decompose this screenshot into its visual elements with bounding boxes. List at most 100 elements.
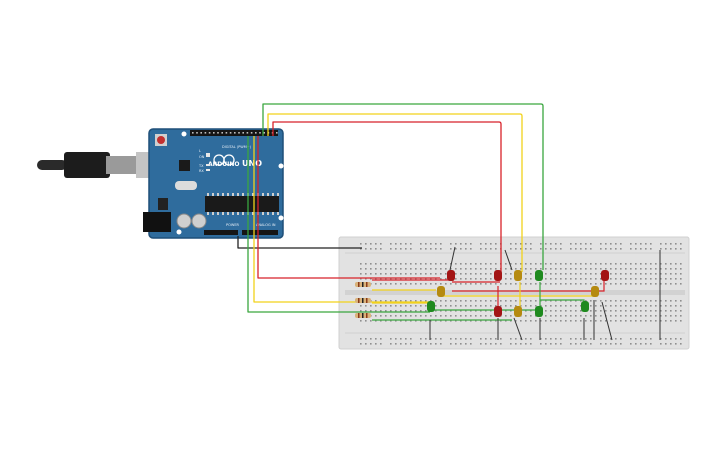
hole (470, 278, 472, 280)
hole (480, 305, 482, 307)
hole (620, 278, 622, 280)
hole (580, 273, 582, 275)
jumper-black[interactable] (449, 246, 456, 271)
wire-green-2[interactable] (262, 103, 544, 270)
hole (540, 338, 542, 340)
led-red[interactable] (494, 306, 502, 317)
wire-red-2[interactable] (272, 121, 502, 272)
hole (675, 278, 677, 280)
hole (655, 305, 657, 307)
power-label: POWER (226, 223, 240, 227)
hole (505, 273, 507, 275)
hole (415, 283, 417, 285)
wire-yellow-1[interactable] (253, 136, 430, 303)
wire-green-1[interactable] (247, 136, 430, 313)
hole (395, 263, 397, 265)
hole (650, 273, 652, 275)
hole (520, 263, 522, 265)
hole (400, 305, 402, 307)
power-header[interactable] (204, 230, 238, 235)
hole (625, 310, 627, 312)
wire-red-1[interactable] (257, 136, 440, 279)
hole (570, 305, 572, 307)
hole (490, 305, 492, 307)
hole (415, 310, 417, 312)
hole (460, 278, 462, 280)
hole (525, 343, 527, 345)
hole (405, 278, 407, 280)
wire-yellow-2[interactable] (267, 113, 523, 272)
hole (650, 268, 652, 270)
hole (410, 243, 412, 245)
hole (445, 273, 447, 275)
hole (610, 338, 612, 340)
hole (620, 343, 622, 345)
hole (600, 278, 602, 280)
led-yellow[interactable] (437, 286, 445, 297)
hole (515, 248, 517, 250)
led-red[interactable] (601, 270, 609, 281)
led-yellow[interactable] (514, 306, 522, 317)
led-green[interactable] (535, 306, 543, 317)
hole (670, 248, 672, 250)
hole (405, 263, 407, 265)
hole (605, 310, 607, 312)
resistor[interactable] (355, 298, 371, 303)
hole (420, 263, 422, 265)
hole (405, 315, 407, 317)
hole (590, 283, 592, 285)
hole (605, 283, 607, 285)
ground-jumpers[interactable] (429, 246, 661, 341)
leds[interactable] (427, 270, 609, 317)
wires[interactable] (237, 103, 544, 313)
hole (570, 273, 572, 275)
mounting-hole (278, 163, 284, 169)
hole (625, 283, 627, 285)
hole (272, 193, 274, 196)
hole (660, 343, 662, 345)
led-yellow[interactable] (514, 270, 522, 281)
hole (605, 268, 607, 270)
resistors[interactable] (355, 282, 371, 318)
breadboard-jumpers[interactable] (372, 278, 605, 321)
analog-header[interactable] (242, 230, 278, 235)
led-red[interactable] (494, 270, 502, 281)
wire-black-gnd[interactable] (237, 236, 362, 249)
hole (680, 278, 682, 280)
hole (560, 268, 562, 270)
arduino-uno-board[interactable]: ARDUINO UNO DIGITAL (PWM~) POWER ANALOG … (143, 128, 284, 239)
hole (405, 320, 407, 322)
hole (570, 343, 572, 345)
hole (580, 278, 582, 280)
hole (590, 343, 592, 345)
hole (665, 343, 667, 345)
jumper-red[interactable] (452, 278, 605, 292)
jumper-black[interactable] (504, 249, 513, 271)
hole (530, 263, 532, 265)
led-green[interactable] (427, 301, 435, 312)
hole (400, 268, 402, 270)
on-led (206, 155, 210, 157)
hole (460, 338, 462, 340)
led-red[interactable] (447, 270, 455, 281)
led-green[interactable] (535, 270, 543, 281)
hole (660, 320, 662, 322)
jumper-black[interactable] (601, 301, 613, 341)
resistor[interactable] (355, 313, 371, 318)
hole (485, 243, 487, 245)
hole (252, 212, 254, 215)
hole (390, 283, 392, 285)
hole (585, 248, 587, 250)
breadboard[interactable] (338, 236, 690, 350)
hole (615, 243, 617, 245)
jumper-black[interactable] (513, 317, 523, 341)
led-green[interactable] (581, 301, 589, 312)
led-yellow[interactable] (591, 286, 599, 297)
hole (655, 263, 657, 265)
resistor[interactable] (355, 282, 371, 287)
hole (490, 248, 492, 250)
hole (670, 315, 672, 317)
hole (365, 268, 367, 270)
hole (400, 278, 402, 280)
